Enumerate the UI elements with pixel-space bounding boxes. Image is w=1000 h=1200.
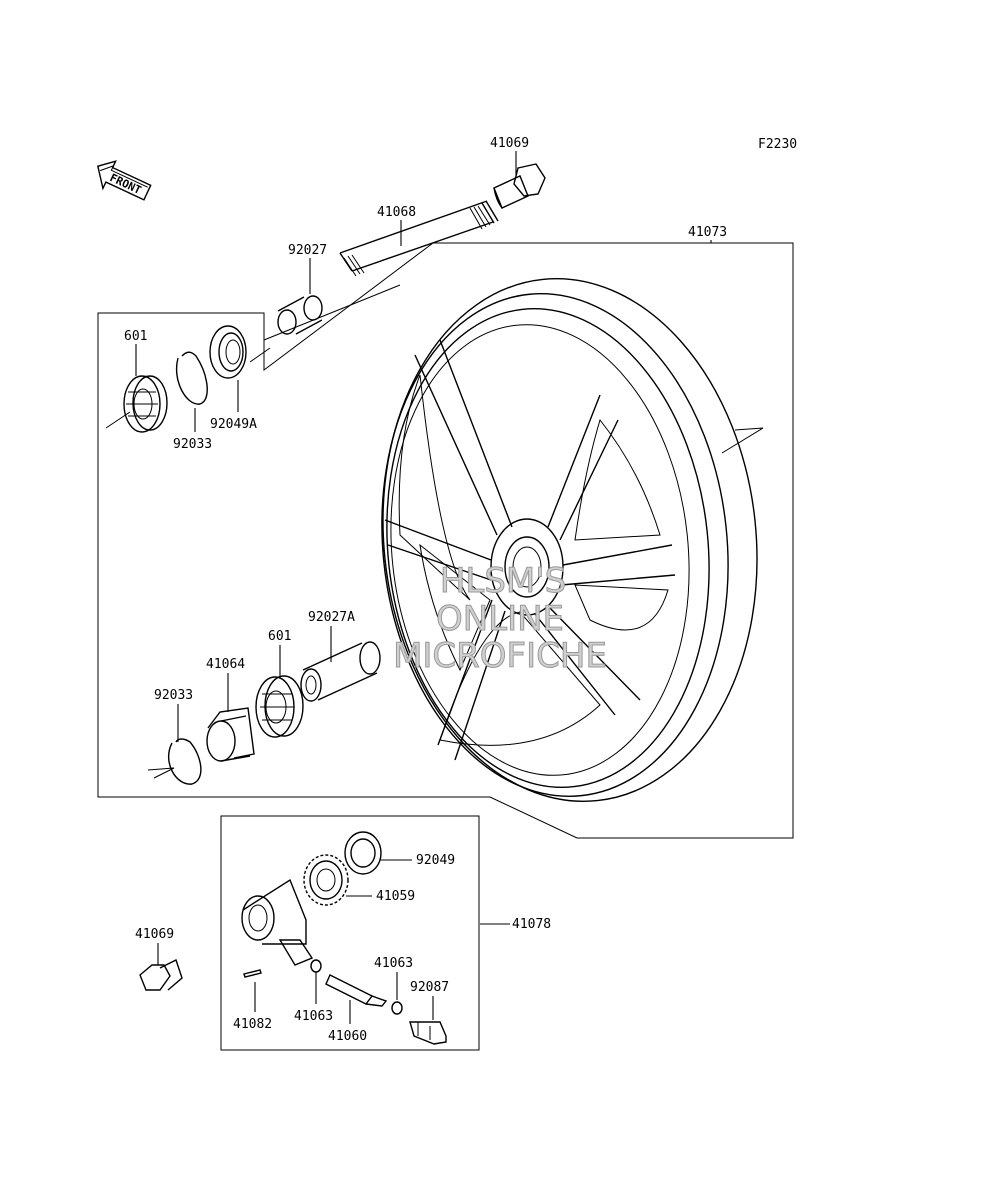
callout-92033-mid: 92033 (154, 688, 193, 703)
callout-601-top: 601 (124, 329, 147, 344)
figure-code: F2230 (758, 137, 797, 152)
axle-nut-41069-bottom (139, 959, 183, 991)
washer-41063-right (391, 1001, 403, 1015)
axle-nut-41069-top (493, 163, 546, 209)
watermark-line-1: HLSM'S (440, 561, 566, 601)
callout-92033-top: 92033 (173, 437, 212, 452)
callout-41063-left: 41063 (294, 1009, 333, 1024)
axle-41068 (339, 200, 499, 277)
ball-bearing-601-top (123, 375, 168, 433)
callout-92049A: 92049A (210, 417, 257, 432)
washer-41063-left (310, 959, 322, 973)
wheel-41073 (381, 278, 764, 802)
watermark-line-3: MICROFICHE (393, 636, 607, 676)
front-arrow-icon: FRONT (97, 160, 152, 201)
pinion-41060 (325, 974, 388, 1007)
circlip-92033-top (176, 351, 208, 405)
callout-41069-bottom: 41069 (135, 927, 174, 942)
bushing-92087 (409, 1021, 447, 1045)
callout-92049: 92049 (416, 853, 455, 868)
collar-92027 (277, 295, 323, 335)
callout-41064: 41064 (206, 657, 245, 672)
meter-gear-box-outline (220, 815, 480, 1051)
gear-housing (241, 878, 314, 966)
oil-seal-92049A (209, 325, 247, 379)
seal-92049 (344, 831, 382, 875)
watermark: HLSM'S ONLINE MICROFICHE (393, 561, 608, 677)
gear-41059 (303, 854, 349, 906)
callout-41078: 41078 (512, 917, 551, 932)
ball-bearing-601-mid (255, 675, 304, 738)
callout-92027A: 92027A (308, 610, 355, 625)
circlip-92033-mid (167, 738, 202, 785)
collar-92027A (300, 641, 381, 702)
callout-41082: 41082 (233, 1017, 272, 1032)
retainer-41064 (206, 707, 255, 762)
callout-41068: 41068 (377, 205, 416, 220)
callout-41069-top: 41069 (490, 136, 529, 151)
callout-41063-right: 41063 (374, 956, 413, 971)
callout-41073: 41073 (688, 225, 727, 240)
callout-92087: 92087 (410, 980, 449, 995)
watermark-line-2: ONLINE (436, 599, 564, 639)
wheel-assembly-outline (97, 242, 794, 839)
callout-92027: 92027 (288, 243, 327, 258)
callout-41060: 41060 (328, 1029, 367, 1044)
callout-601-mid: 601 (268, 629, 291, 644)
pin-41082 (243, 969, 262, 978)
callout-41059: 41059 (376, 889, 415, 904)
